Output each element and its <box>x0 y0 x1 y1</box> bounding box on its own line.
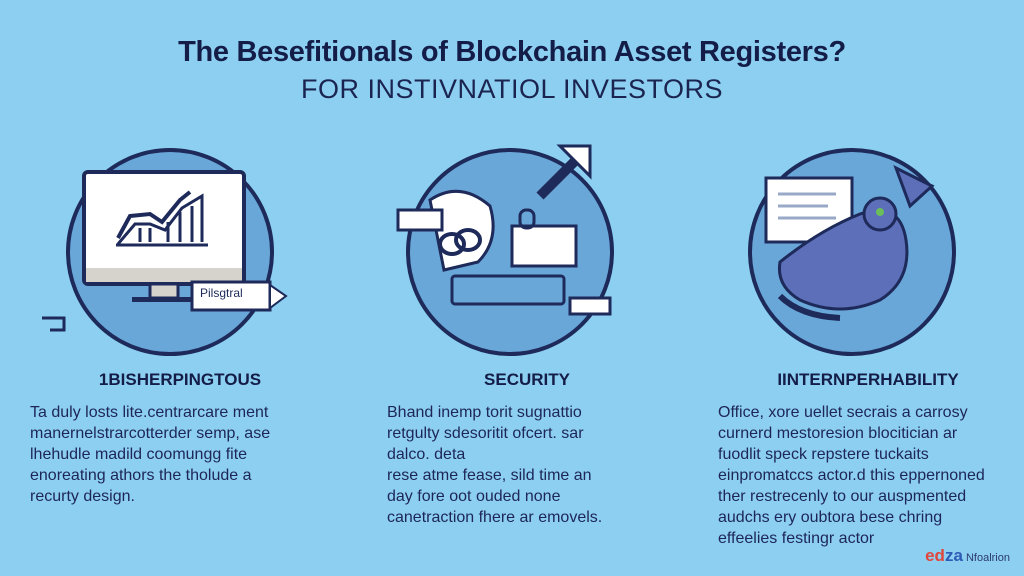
logo-text: Nfoalrion <box>965 552 1010 564</box>
section-interoperability: IINTERNPERHABILITY Office, xore uellet s… <box>718 370 1018 549</box>
body-line: Ta duly losts lite.centrarcare ment <box>30 404 269 421</box>
section-heading: IINTERNPERHABILITY <box>777 370 959 389</box>
logo-mark-b: za <box>944 546 963 565</box>
body-line: dalco. deta <box>387 446 466 463</box>
section-body: Ta duly losts lite.centrarcare ment mane… <box>30 402 330 507</box>
body-line: einpromatccs actor.d this eppernoned <box>718 467 985 484</box>
page-title: The Besefitionals of Blockchain Asset Re… <box>178 36 846 68</box>
body-line: rese atme fease, sild time an <box>387 467 592 484</box>
section-heading: 1BISHERPINGTOUS <box>98 370 262 389</box>
body-line: Bhand inemp torit sugnattio <box>387 404 582 421</box>
body-line: fuodlit speck repstere tuckaits <box>718 446 929 463</box>
section-benefits: 1BISHERPINGTOUS Ta duly losts lite.centr… <box>30 370 330 507</box>
body-line: enoreating athors the tholude a <box>30 467 252 484</box>
monitor-tag-label: Pilsgtral <box>200 286 243 300</box>
section-body: Office, xore uellet secrais a carrosy cu… <box>718 402 1018 549</box>
section-security: SECURITY Bhand inemp torit sugnattio ret… <box>387 370 667 528</box>
page-subtitle: FOR INSTIVNATIOL INVESTORS <box>300 74 724 104</box>
body-line: recurty design. <box>30 488 135 505</box>
body-line: retgulty sdesoritit ofcert. sar <box>387 425 584 442</box>
body-line: lhehudle madild coomungg fite <box>30 446 248 463</box>
section-body: Bhand inemp torit sugnattio retgulty sde… <box>387 402 667 528</box>
logo-mark-a: ed <box>925 546 945 565</box>
body-line: day fore oot ouded none <box>387 488 561 505</box>
section-heading: SECURITY <box>484 370 570 389</box>
body-line: Office, xore uellet secrais a carrosy <box>718 404 968 421</box>
brand-logo: edza Nfoalrion <box>925 546 1010 566</box>
body-line: canetraction fhere ar emovels. <box>387 509 603 526</box>
body-line: ther restrecenly to our auspmented <box>718 488 967 505</box>
body-line: manernelstrarcotterder semp, ase <box>30 425 271 442</box>
body-line: curnerd mestoresion blocitician ar <box>718 425 958 442</box>
body-line: audchs ery oubtora bese chring <box>718 509 943 526</box>
body-line: effeelies festingr actor <box>718 530 875 547</box>
